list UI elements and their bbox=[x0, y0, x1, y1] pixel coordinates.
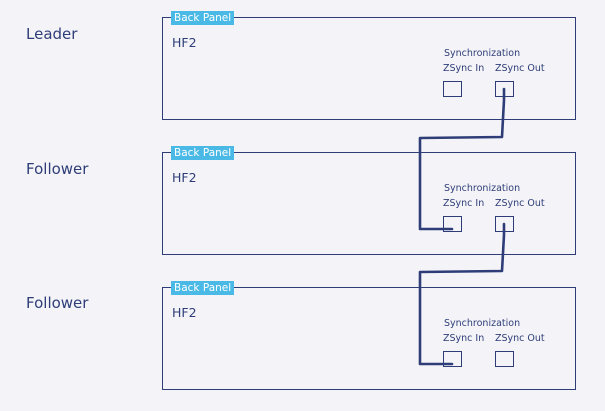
sync-title: Synchronization bbox=[444, 318, 521, 329]
zsync-in-port bbox=[443, 216, 462, 232]
zsync-in-label: ZSync In bbox=[443, 63, 485, 74]
device-model: HF2 bbox=[172, 35, 197, 50]
zsync-out-label: ZSync Out bbox=[495, 333, 545, 344]
device-model: HF2 bbox=[172, 170, 197, 185]
zsync-in-port bbox=[443, 351, 462, 367]
zsync-out-port bbox=[495, 351, 514, 367]
device-panel-follower-2: Back Panel HF2 Synchronization ZSync In … bbox=[162, 281, 576, 390]
zsync-cable-follower-1-to-follower-2 bbox=[418, 222, 506, 366]
zsync-out-label: ZSync Out bbox=[495, 198, 545, 209]
zsync-cable-leader-to-follower-1 bbox=[418, 87, 506, 231]
zsync-in-port bbox=[443, 81, 462, 97]
back-panel-tag: Back Panel bbox=[171, 11, 235, 25]
zsync-in-label: ZSync In bbox=[443, 198, 485, 209]
zsync-in-label: ZSync In bbox=[443, 333, 485, 344]
device-model: HF2 bbox=[172, 305, 197, 320]
sync-title: Synchronization bbox=[444, 183, 521, 194]
zsync-out-label: ZSync Out bbox=[495, 63, 545, 74]
role-label: Follower bbox=[26, 160, 89, 178]
role-label: Leader bbox=[26, 25, 78, 43]
role-label: Follower bbox=[26, 294, 89, 312]
back-panel-tag: Back Panel bbox=[171, 281, 235, 295]
sync-title: Synchronization bbox=[444, 48, 521, 59]
back-panel-tag: Back Panel bbox=[171, 146, 235, 160]
